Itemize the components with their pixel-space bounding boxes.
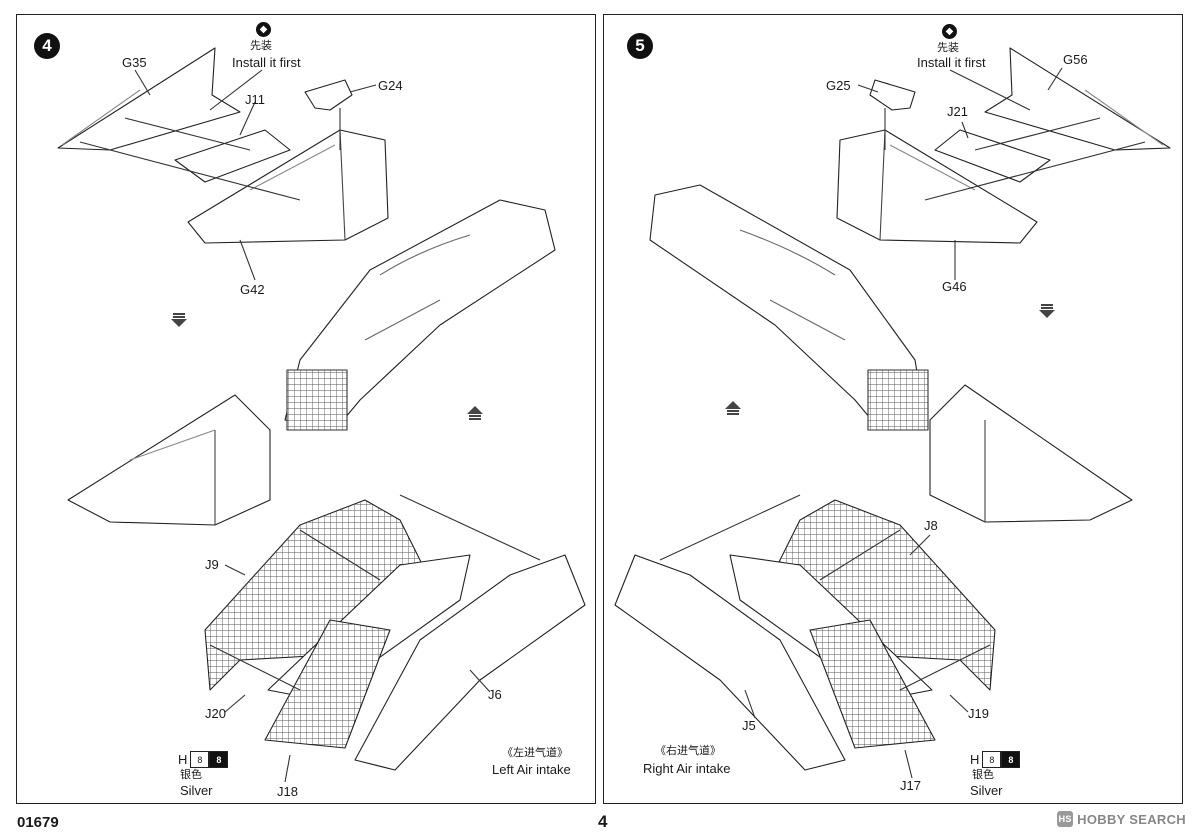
note-label-en: Install it first [232, 55, 301, 70]
intake-block-right-shape [929, 384, 1133, 523]
paint-color-en: Silver [970, 783, 1003, 798]
step-5-panel [603, 14, 1183, 804]
part-label-j8: J8 [924, 518, 938, 533]
part-label-j21: J21 [947, 104, 968, 119]
paint-color-cn: 银色 [180, 769, 202, 781]
assembly-down-arrow-icon [171, 313, 187, 327]
assembly-down-arrow-icon [1039, 304, 1055, 318]
part-label-g25: G25 [826, 78, 851, 93]
part-label-g24: G24 [378, 78, 403, 93]
part-label-j11: J11 [245, 92, 265, 107]
paint-letter: H [178, 752, 188, 767]
part-g24-shape [304, 79, 353, 111]
step-number-badge: 4 [34, 33, 60, 59]
note-label-cn: 先装 [937, 42, 959, 54]
watermark-text: HOBBY SEARCH [1077, 811, 1186, 827]
paint-color-cn: 银色 [972, 769, 994, 781]
paint-code-2: 8 [209, 751, 229, 768]
note-label-en: Install it first [917, 55, 986, 70]
part-j5-shape [614, 554, 846, 771]
intake-block-shape [67, 394, 271, 526]
caption-cn: 《左进气道》 [502, 747, 568, 759]
page-number: 4 [598, 812, 608, 831]
part-j18-shape [264, 619, 391, 749]
part-label-g46: G46 [942, 279, 967, 294]
watermark-logo-icon: HS [1057, 811, 1074, 827]
assembly-up-arrow-icon [467, 406, 483, 420]
part-label-g35: G35 [122, 55, 147, 70]
install-first-icon: ◆ [942, 24, 957, 39]
watermark: HS HOBBY SEARCH [1057, 811, 1186, 827]
part-label-j5: J5 [742, 718, 756, 733]
part-label-g56: G56 [1063, 52, 1088, 67]
part-g25-shape [869, 79, 916, 111]
note-label-cn: 先装 [250, 40, 272, 52]
paint-letter: H [970, 752, 980, 767]
part-label-j9: J9 [205, 557, 219, 572]
part-j11-shape [174, 129, 291, 183]
paint-code-1: 8 [190, 751, 210, 768]
part-label-j19: J19 [968, 706, 989, 721]
paint-color-en: Silver [180, 783, 213, 798]
part-j21-shape [934, 129, 1051, 183]
part-j17-shape [809, 619, 936, 749]
caption-cn: 《右进气道》 [655, 745, 721, 757]
paint-callout: H 8 8 [178, 751, 229, 768]
caption-en: Right Air intake [643, 761, 731, 776]
assembly-up-arrow-icon [725, 401, 741, 415]
install-first-icon: ◆ [256, 22, 271, 37]
part-label-j17: J17 [900, 778, 921, 793]
part-label-j6: J6 [488, 687, 502, 702]
step-number-badge: 5 [627, 33, 653, 59]
paint-code-2: 8 [1001, 751, 1021, 768]
part-label-g42: G42 [240, 282, 265, 297]
caption-en: Left Air intake [492, 762, 571, 777]
paint-callout: H 8 8 [970, 751, 1021, 768]
paint-code-1: 8 [982, 751, 1002, 768]
kit-number: 01679 [17, 814, 59, 831]
part-label-j20: J20 [205, 706, 226, 721]
part-g56-shape [984, 47, 1171, 151]
part-g35-shape [57, 47, 241, 151]
step-4-panel [16, 14, 596, 804]
part-j6-shape [354, 554, 586, 771]
part-label-j18: J18 [277, 784, 298, 799]
